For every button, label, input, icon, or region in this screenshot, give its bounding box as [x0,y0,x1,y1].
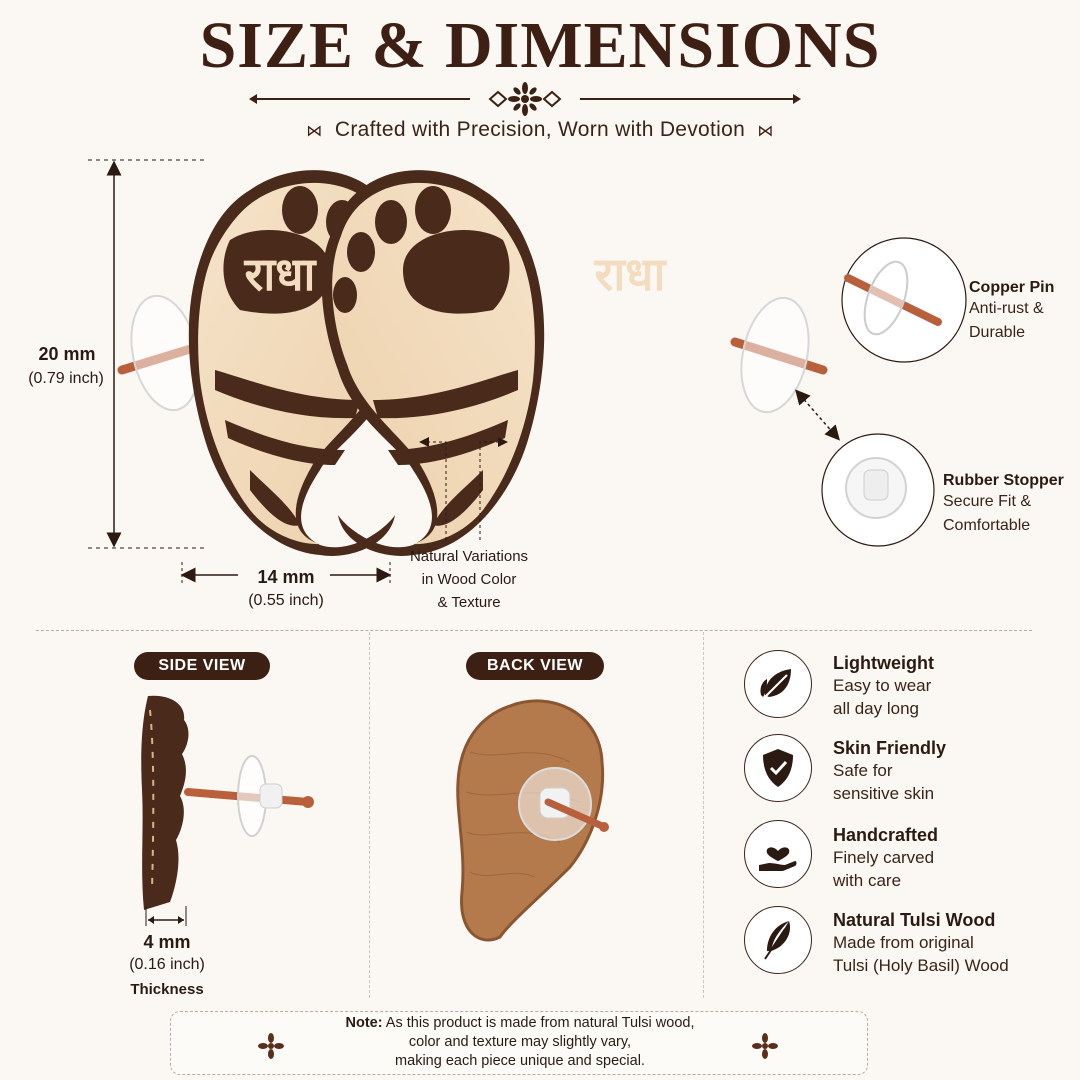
note-text: Note: As this product is made from natur… [345,1015,695,1069]
earring-engraving-right: राधा [594,247,668,301]
variation-arrow-right [479,437,508,540]
note-box [170,1011,868,1075]
rubber-stopper-callout-image [821,433,935,547]
leaf-icon [744,650,812,718]
thickness-caption: Thickness [130,981,204,998]
thickness-arrow [145,906,187,926]
flower-ornament-icon [258,1033,284,1059]
feature-handcrafted [744,820,812,888]
rubber-stopper-callout: Rubber Stopper Secure Fit & Comfortable [943,472,1064,534]
thickness-value: 4 mm [143,932,191,952]
side-view-label: SIDE VIEW [134,652,270,680]
side-view-illustration [141,695,314,910]
earring-engraving-left: राधा [244,247,318,301]
height-value: 20 mm [38,344,96,364]
back-view-illustration [456,699,609,942]
back-view-label: BACK VIEW [466,652,604,680]
feature-lightweight [744,650,812,718]
subtitle: ⋈ Crafted with Precision, Worn with Devo… [306,118,774,141]
bow-ornament-icon: ⋈ [306,123,323,140]
flower-ornament-icon [752,1033,778,1059]
section-divider [36,630,1032,631]
wood-variation-note: Natural Variations in Wood Color & Textu… [409,548,529,611]
front-view-illustration: राधा राधा [88,159,967,586]
page-title: SIZE & DIMENSIONS [199,9,881,82]
column-divider [369,632,370,998]
thickness-inch: (0.16 inch) [129,956,205,973]
right-earring-pin [730,296,828,414]
feather-icon [744,906,812,974]
copper-pin-callout: Copper Pin Anti-rust & Durable [969,279,1055,341]
feature-skin-friendly [744,734,812,802]
pin-to-stopper-arrow [795,389,840,441]
height-inch: (0.79 inch) [28,370,104,387]
feature-natural-wood [744,906,812,974]
right-earring [321,170,545,556]
copper-pin-callout-image [841,237,967,363]
shield-check-icon [744,734,812,802]
width-value: 14 mm [257,567,315,587]
bow-ornament-icon: ⋈ [757,123,774,140]
width-inch: (0.55 inch) [248,592,324,609]
variation-arrow-left [419,437,447,540]
title-divider-ornament [249,82,801,116]
left-earring-pin [117,294,205,412]
heart-hand-icon [744,820,812,888]
column-divider [703,632,704,998]
